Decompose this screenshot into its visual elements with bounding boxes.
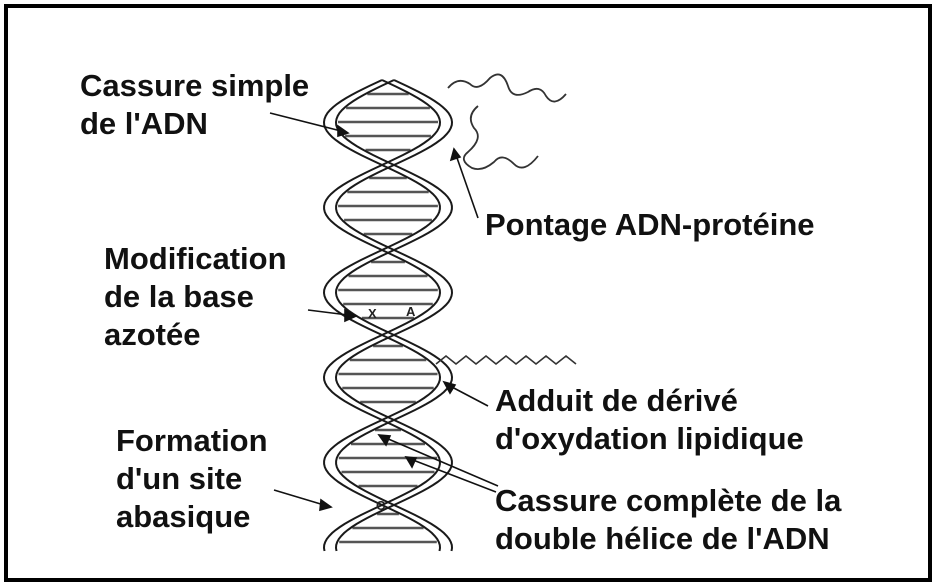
diagram-frame: X A C Cassure simple de l'ADN Pontage AD…	[4, 4, 932, 582]
arrow-abasic-site	[274, 490, 331, 510]
label-dna-protein-crosslink: Pontage ADN-protéine	[485, 206, 815, 244]
lipid-adduct-zigzag	[436, 356, 576, 364]
label-line: azotée	[104, 316, 287, 354]
label-lipid-oxidation-adduct: Adduit de dérivé d'oxydation lipidique	[495, 382, 804, 458]
label-line: Formation	[116, 422, 268, 460]
protein-crosslink-squiggle	[448, 74, 566, 169]
label-line: d'un site	[116, 460, 268, 498]
label-line: de la base	[104, 278, 287, 316]
label-line: abasique	[116, 498, 268, 536]
label-abasic-site-formation: Formation d'un site abasique	[116, 422, 268, 536]
label-line: Pontage ADN-protéine	[485, 206, 815, 244]
label-line: Cassure simple	[80, 67, 309, 105]
base-letter-adenine: A	[406, 304, 415, 319]
label-line: Cassure complète de la	[495, 482, 841, 520]
label-line: Adduit de dérivé	[495, 382, 804, 420]
label-line: de l'ADN	[80, 105, 309, 143]
base-letter-modified: X	[368, 306, 377, 321]
label-double-strand-break: Cassure complète de la double hélice de …	[495, 482, 841, 558]
label-line: Modification	[104, 240, 287, 278]
base-letter-cytosine: C	[376, 498, 385, 513]
label-single-strand-break: Cassure simple de l'ADN	[80, 67, 309, 143]
arrow-lipid-adduct	[444, 382, 488, 406]
arrow-base-modification	[308, 310, 356, 321]
label-line: d'oxydation lipidique	[495, 420, 804, 458]
label-base-modification: Modification de la base azotée	[104, 240, 287, 354]
label-line: double hélice de l'ADN	[495, 520, 841, 558]
